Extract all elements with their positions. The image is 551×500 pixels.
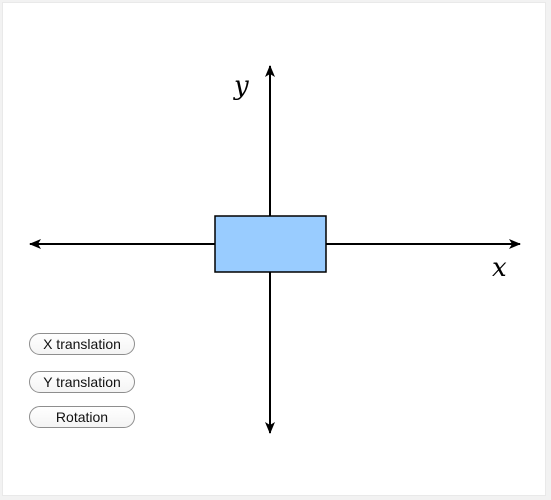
x-translation-button[interactable]: X translation [29, 333, 135, 355]
transform-rectangle[interactable] [214, 215, 327, 273]
y-axis-label: y [233, 71, 249, 101]
x-axis-label: x [492, 253, 507, 283]
y-translation-button[interactable]: Y translation [29, 371, 135, 393]
rotation-button[interactable]: Rotation [29, 406, 135, 428]
